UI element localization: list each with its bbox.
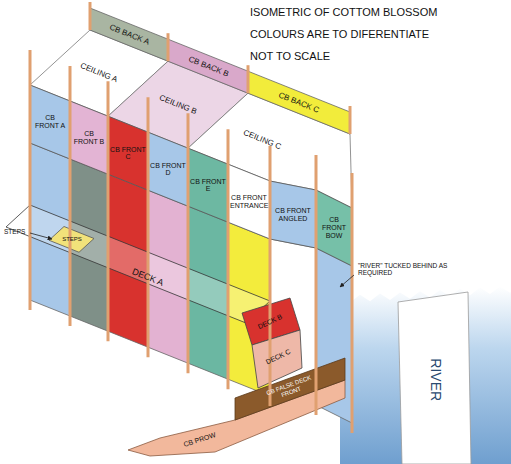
panel-name: CB FRONT ENTRANCE — [230, 194, 268, 209]
note-text: COLOURS ARE TO DIFERENTIATE — [250, 28, 429, 41]
front-wall-band — [316, 190, 352, 266]
front-panel-label: CB FRONT ENTRANCE — [229, 193, 269, 210]
panel-name: CB FRONT ANGLED — [272, 207, 314, 222]
panel-name: CB FRONT D — [150, 162, 186, 177]
back-wall-band — [248, 71, 350, 134]
panel-name: STEPS — [62, 236, 82, 243]
support-post — [227, 129, 230, 389]
support-post — [247, 65, 250, 93]
note-text: NOT TO SCALE — [250, 50, 330, 63]
support-post — [351, 173, 354, 433]
front-panel-label: CB FRONT C — [109, 145, 147, 162]
front-wall-band — [70, 101, 108, 174]
diagram-title: ISOMETRIC OF COTTOM BLOSSOM — [250, 6, 437, 19]
leader-arrow — [340, 275, 354, 287]
panel-name: CB FRONT E — [190, 178, 226, 193]
front-wall-band — [148, 132, 188, 206]
false-deck-strip — [235, 358, 345, 420]
callout-label: STEPS — [4, 228, 25, 235]
panel-name: CB FRONT B — [72, 130, 106, 145]
front-wall-band — [228, 164, 270, 239]
panel-name: CB FRONT A — [33, 114, 67, 129]
front-panel-label: CB FRONT E — [189, 177, 227, 194]
support-post — [187, 113, 190, 373]
front-wall-band — [188, 148, 228, 222]
panel-name: CB FRONT BOW — [318, 216, 350, 239]
panel-name: RIVER — [427, 359, 442, 402]
front-wall-band — [108, 116, 148, 190]
support-post — [269, 146, 272, 406]
river-panel — [398, 292, 471, 464]
front-wall-band — [30, 85, 70, 159]
front-panel-label: CB FRONT D — [149, 161, 187, 178]
back-wall-band — [168, 39, 248, 93]
callout-label: "RIVER" TUCKED BEHIND AS REQUIRED — [358, 262, 468, 277]
deck-floor — [6, 205, 270, 323]
leader-arrow — [30, 233, 52, 239]
steps-label: STEPS — [61, 235, 83, 244]
front-panel-label: CB FRONT BOW — [317, 215, 351, 240]
river-water — [340, 286, 511, 464]
panel-name: CB FRONT C — [110, 146, 146, 161]
support-post — [349, 106, 352, 134]
support-post — [167, 33, 170, 61]
support-post — [147, 97, 150, 357]
support-post — [29, 50, 32, 310]
river-label: RIVER — [426, 358, 443, 403]
back-wall-band — [90, 8, 168, 61]
support-post — [315, 155, 318, 415]
front-panel-label: CB FRONT B — [71, 129, 107, 146]
front-panel-label: CB FRONT ANGLED — [271, 206, 315, 223]
support-post — [89, 2, 92, 30]
support-post — [107, 81, 110, 341]
front-wall-band — [270, 181, 316, 248]
support-post — [69, 66, 72, 326]
front-panel-label: CB FRONT A — [32, 113, 68, 130]
